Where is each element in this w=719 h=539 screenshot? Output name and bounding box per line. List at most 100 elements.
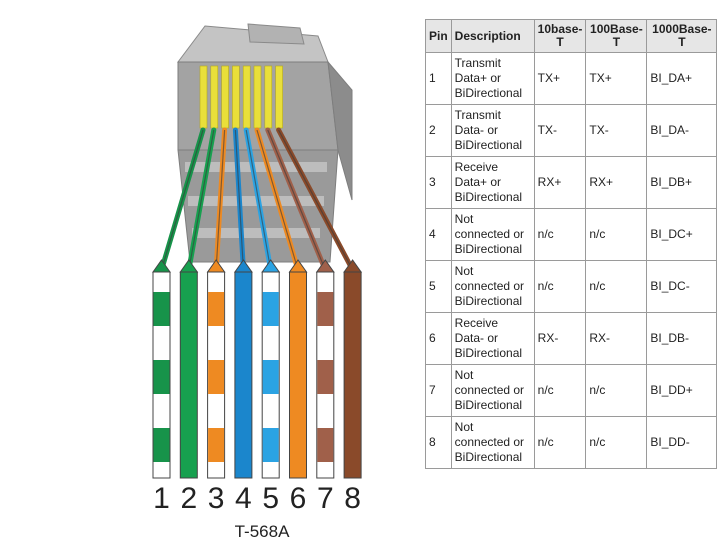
wire-conductor-core [245, 129, 272, 271]
pin-number: 6 [290, 482, 307, 515]
description-line: BiDirectional [454, 242, 523, 256]
wire-stripe [262, 360, 279, 394]
cell-pin: 4 [425, 208, 452, 261]
gold-contact [232, 65, 240, 129]
wire-conductor-core [256, 129, 299, 271]
wire-6 [289, 271, 307, 479]
wire-stripe [317, 428, 334, 462]
description-line: Receive [454, 316, 499, 330]
cell-10base-t: n/c [533, 208, 587, 261]
header-1000base-t: 1000Base-T [646, 19, 718, 53]
wire-stripe [153, 360, 170, 394]
cell-1000base-t: BI_DB- [646, 312, 718, 365]
connector-ridge [188, 196, 324, 206]
gold-contact [199, 65, 208, 129]
cell-10base-t: RX+ [533, 156, 587, 209]
pinout-table: Pin Description 10base-T 100Base-T 1000B… [425, 19, 718, 469]
description-line: BiDirectional [454, 346, 523, 360]
wire-stripe [153, 428, 170, 462]
cell-10base-t: RX- [533, 312, 587, 365]
cell-pin: 1 [425, 52, 452, 105]
header-10base-t: 10base-T [533, 19, 587, 53]
header-pin: Pin [425, 19, 452, 53]
description-line: Not [454, 368, 474, 382]
wires [152, 259, 363, 479]
description-line: Not [454, 212, 474, 226]
wire-stripe [262, 292, 279, 326]
description-line: Transmit [454, 56, 501, 70]
wire-4 [234, 271, 253, 479]
wire-stripe [317, 360, 334, 394]
connector-latch [247, 23, 305, 45]
description-line: Data- or [454, 331, 499, 345]
cell-1000base-t: BI_DC+ [646, 208, 718, 261]
pin-number: 3 [208, 482, 225, 515]
pin-number: 1 [153, 482, 170, 515]
connector-ridge [192, 228, 320, 238]
wire-tip [152, 259, 171, 273]
wire-8 [343, 271, 362, 479]
cell-pin: 6 [425, 312, 452, 365]
cell-1000base-t: BI_DD- [646, 416, 718, 469]
cell-100base-t: RX- [585, 312, 648, 365]
wire-conductor-core [234, 129, 244, 271]
wire-stripe [208, 428, 225, 462]
cell-1000base-t: BI_DA+ [646, 52, 718, 105]
cell-pin: 3 [425, 156, 452, 209]
cell-pin: 2 [425, 104, 452, 157]
cell-10base-t: n/c [533, 416, 587, 469]
wire-conductor-core [188, 129, 215, 271]
description-line: connected or [454, 435, 525, 449]
cell-100base-t: RX+ [585, 156, 648, 209]
description-line: BiDirectional [454, 294, 523, 308]
pin-number: 2 [180, 482, 197, 515]
pin-number: 5 [262, 482, 279, 515]
connector-side [327, 60, 353, 201]
description-line: connected or [454, 279, 525, 293]
wire-conductor-core [267, 129, 326, 271]
cell-100base-t: n/c [585, 260, 648, 313]
description-line: Data+ or [454, 175, 502, 189]
pinout-table-header: Pin Description 10base-T 100Base-T 1000B… [425, 19, 718, 53]
gold-contact [264, 65, 273, 129]
header-100base-t: 100Base-T [585, 19, 648, 53]
description-line: connected or [454, 383, 525, 397]
cell-pin: 7 [425, 364, 452, 417]
wire-stripe [262, 428, 279, 462]
cell-100base-t: n/c [585, 364, 648, 417]
cell-10base-t: n/c [533, 260, 587, 313]
description-line: BiDirectional [454, 190, 523, 204]
wire-stripe [208, 360, 225, 394]
gold-contact [275, 65, 283, 129]
gold-contact [253, 65, 262, 129]
cell-1000base-t: BI_DA- [646, 104, 718, 157]
description-line: BiDirectional [454, 398, 523, 412]
cell-pin: 5 [425, 260, 452, 313]
description-line: Data+ or [454, 71, 502, 85]
wire-conductor-core [215, 129, 226, 271]
standard-label: T-568A [235, 522, 290, 539]
cell-100base-t: n/c [585, 208, 648, 261]
description-line: BiDirectional [454, 138, 523, 152]
cell-pin: 8 [425, 416, 452, 469]
wire-2 [179, 271, 198, 479]
cell-10base-t: TX- [533, 104, 587, 157]
description-line: Data- or [454, 123, 499, 137]
rj45-connector [177, 23, 353, 263]
description-line: BiDirectional [454, 86, 523, 100]
